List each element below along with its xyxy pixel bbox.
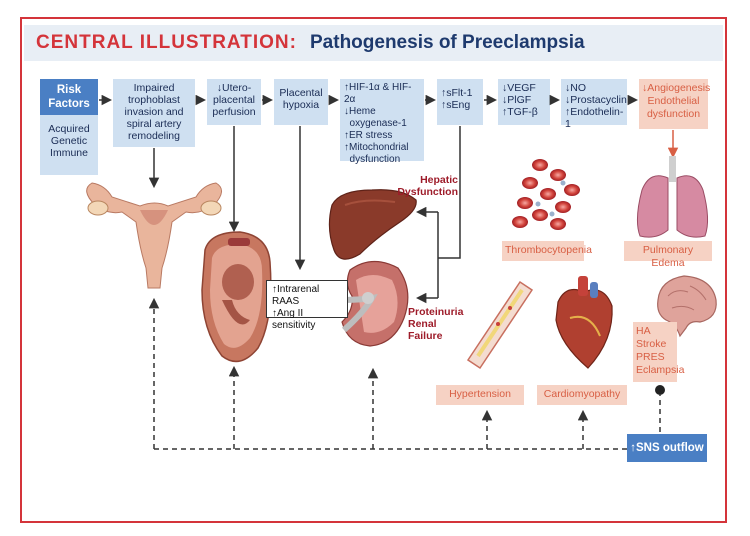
step-hypoxia-box: Placental hypoxia bbox=[274, 79, 328, 125]
pulmonary-text: Pulmonary Edema bbox=[642, 244, 694, 269]
neuro-label: HA Stroke PRES Eclampsia bbox=[633, 322, 685, 382]
thrombocytopenia-text: Thrombocytopenia bbox=[505, 244, 592, 256]
step-sflt-box: ↑sFlt-1 ↑sEng bbox=[437, 79, 483, 125]
step-line: placental bbox=[212, 94, 256, 106]
heart-illustration bbox=[555, 276, 613, 369]
angiogenesis-line: ↓Angiogenesis bbox=[642, 82, 711, 94]
hypertension-text: Hypertension bbox=[449, 388, 511, 400]
step-vegf-box: ↓VEGF ↓PlGF ↑TGF-β bbox=[498, 79, 550, 125]
flow-arrows bbox=[99, 94, 639, 304]
step-line: spiral artery bbox=[126, 118, 182, 130]
step-line: oxygenase-1 bbox=[344, 118, 407, 129]
cardiomyopathy-text: Cardiomyopathy bbox=[543, 388, 621, 400]
step-line: ↑Endothelin-1 bbox=[565, 106, 624, 130]
neuro-line: HA bbox=[636, 325, 651, 337]
angiogenesis-line: Endothelial bbox=[647, 95, 700, 107]
step-trophoblast-box: Impaired trophoblast invasion and spiral… bbox=[113, 79, 195, 147]
step-line: hypoxia bbox=[282, 99, 320, 111]
step-line: ↓Heme bbox=[344, 106, 376, 117]
neuro-line: Stroke bbox=[636, 338, 667, 350]
risk-factor-item: Genetic bbox=[50, 135, 88, 147]
step-line: ↓Prostacyclin bbox=[565, 94, 627, 106]
step-line: Placental bbox=[279, 87, 323, 99]
pulmonary-edema-label: Pulmonary Edema bbox=[624, 241, 712, 269]
step-hif-box: ↑HIF-1α & HIF-2α ↓Heme oxygenase-1 ↑ER s… bbox=[340, 79, 424, 165]
hepatic-label: Hepatic Dysfunction bbox=[388, 174, 458, 198]
raas-line: ↑Ang II sensitivity bbox=[272, 308, 316, 331]
risk-factors-title-box: Risk Factors bbox=[40, 79, 98, 115]
renal-line: Failure bbox=[408, 330, 443, 342]
step-no-box: ↓NO ↓Prostacyclin ↑Endothelin-1 bbox=[561, 79, 627, 130]
step-perfusion-box: ↓Utero- placental perfusion bbox=[207, 79, 261, 125]
renal-line: Proteinuria bbox=[408, 306, 464, 318]
neuro-line: Eclampsia bbox=[636, 364, 685, 376]
step-line: dysfunction bbox=[344, 154, 401, 165]
hypertension-label: Hypertension bbox=[436, 385, 524, 405]
step-line: ↑Mitochondrial bbox=[344, 142, 409, 153]
risk-factor-item: Immune bbox=[50, 147, 88, 159]
neuro-line: PRES bbox=[636, 351, 665, 363]
step-line: Impaired bbox=[133, 82, 175, 94]
lungs-illustration bbox=[636, 156, 709, 238]
liver-illustration bbox=[328, 189, 417, 260]
angiogenesis-box: ↓Angiogenesis Endothelial dysfunction bbox=[639, 79, 711, 129]
hepatic-line: Dysfunction bbox=[397, 186, 458, 198]
sns-feedback-lines bbox=[148, 297, 661, 450]
kidney-illustration bbox=[337, 260, 409, 347]
step-line: ↑TGF-β bbox=[502, 106, 538, 118]
blood-vessel-illustration bbox=[466, 280, 534, 370]
angiogenesis-line: dysfunction bbox=[646, 108, 701, 120]
step-line: ↑ER stress bbox=[344, 130, 393, 141]
raas-box: ↑Intrarenal RAAS ↑Ang II sensitivity bbox=[266, 280, 348, 331]
fetus-in-uterus-illustration bbox=[201, 231, 272, 363]
step-line: invasion and bbox=[124, 106, 184, 118]
step-line: perfusion bbox=[212, 106, 256, 118]
step-line: ↓PlGF bbox=[502, 94, 532, 106]
step-line: ↓VEGF bbox=[502, 82, 536, 94]
step-line: ↑HIF-1α & HIF-2α bbox=[344, 82, 412, 105]
uterus-illustration bbox=[86, 182, 222, 289]
risk-factor-item: Acquired bbox=[48, 123, 90, 135]
header-banner: CENTRAL ILLUSTRATION: Pathogenesis of Pr… bbox=[24, 25, 723, 61]
step-line: remodeling bbox=[128, 130, 180, 142]
risk-factors-list: Acquired Genetic Immune bbox=[40, 115, 98, 175]
step-line: ↓Utero- bbox=[216, 82, 252, 94]
sns-outflow-box: ↑SNS outflow bbox=[627, 434, 707, 462]
step-line: ↓NO bbox=[565, 82, 586, 94]
raas-line: ↑Intrarenal RAAS bbox=[272, 284, 320, 307]
red-blood-cells-illustration bbox=[512, 159, 580, 230]
step-line: ↑sFlt-1 bbox=[441, 87, 473, 99]
renal-line: Renal bbox=[408, 318, 437, 330]
risk-factors-title-2: Factors bbox=[48, 98, 90, 110]
hepatic-line: Hepatic bbox=[420, 174, 458, 186]
step-line: ↑sEng bbox=[441, 99, 471, 111]
risk-factors-title-1: Risk bbox=[56, 84, 82, 96]
renal-label: Proteinuria Renal Failure bbox=[408, 306, 463, 342]
thrombocytopenia-label: Thrombocytopenia bbox=[502, 241, 592, 261]
header-label: CENTRAL ILLUSTRATION: bbox=[36, 32, 297, 53]
header-title: Pathogenesis of Preeclampsia bbox=[310, 32, 585, 53]
step-line: trophoblast bbox=[128, 94, 180, 106]
brain-illustration bbox=[657, 275, 717, 338]
cardiomyopathy-label: Cardiomyopathy bbox=[537, 385, 627, 405]
